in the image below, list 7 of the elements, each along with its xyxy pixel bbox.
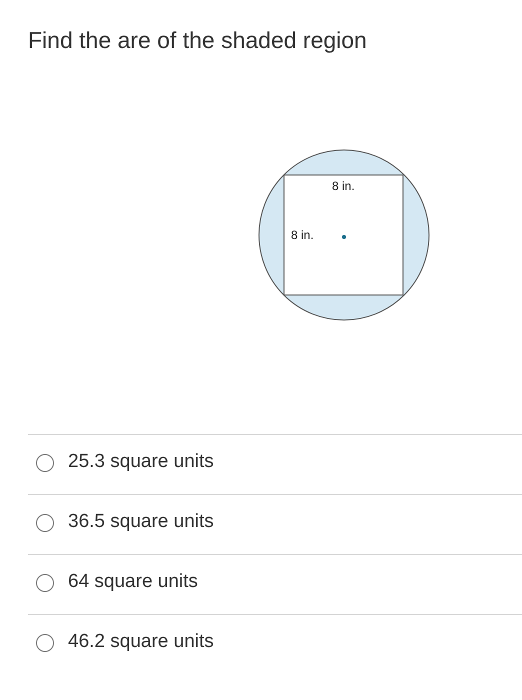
answer-option: 46.2 square units: [68, 631, 214, 653]
answer-option: 25.3 square units: [68, 451, 214, 473]
dimension-label: 8 in.: [332, 179, 355, 193]
answer-option: 64 square units: [68, 571, 198, 593]
answer-option: 36.5 square units: [68, 511, 214, 533]
question-title: Find the are of the shaded region: [28, 27, 367, 54]
dimension-label: 8 in.: [291, 228, 314, 242]
